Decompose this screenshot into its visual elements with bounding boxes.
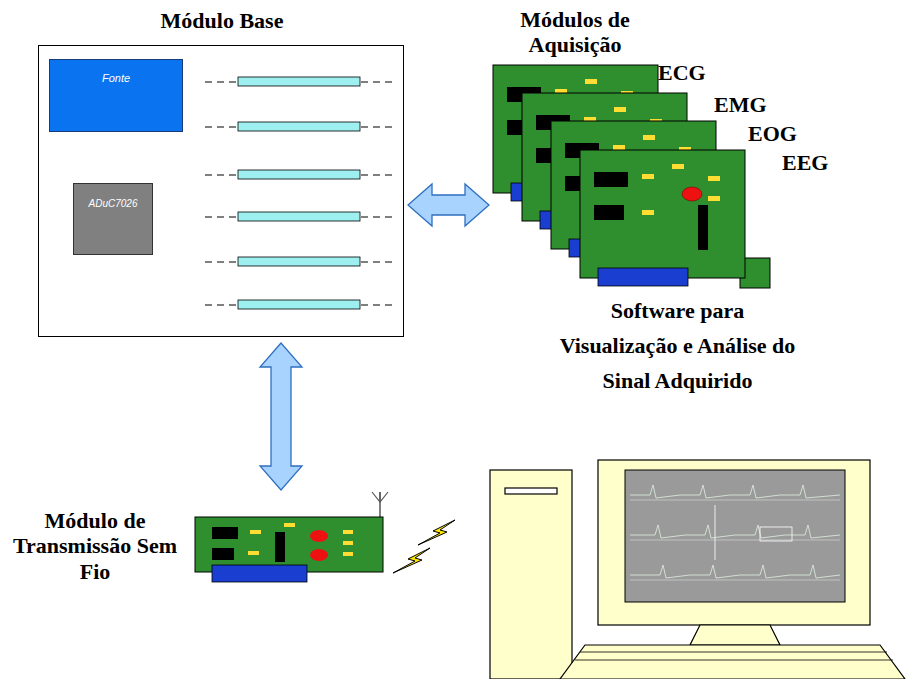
node-title: Software para Visualização e Análise do … bbox=[550, 293, 805, 399]
node-title: Módulo Base bbox=[39, 8, 405, 33]
double-arrow bbox=[260, 343, 302, 490]
signal-label: EEG bbox=[782, 150, 828, 176]
node-title: Módulo de Transmissão Sem Fio bbox=[5, 508, 185, 584]
screen-traces bbox=[630, 485, 840, 580]
computer-software: Software para Visualização e Análise do … bbox=[485, 455, 870, 679]
power-supply-box: Fonte bbox=[49, 59, 183, 132]
transmission-board bbox=[195, 492, 388, 582]
acquisition-boards bbox=[493, 65, 770, 288]
node-title: Fonte bbox=[50, 72, 182, 85]
signal-label: ECG bbox=[658, 60, 706, 86]
wireless-module: Módulo de Transmissão Sem Fio bbox=[195, 490, 385, 585]
slot-connectors bbox=[238, 77, 360, 309]
signal-label: EMG bbox=[714, 92, 767, 118]
base-module-box: Módulo BaseFonteADuC7026 bbox=[38, 45, 404, 337]
wireless-bolts bbox=[393, 520, 455, 573]
node-title: ADuC7026 bbox=[74, 198, 152, 210]
signal-label: EOG bbox=[748, 121, 797, 147]
double-arrow bbox=[408, 184, 489, 226]
computer bbox=[490, 460, 905, 679]
node-title: Módulos de Aquisição bbox=[500, 7, 650, 58]
slots bbox=[205, 82, 395, 305]
microcontroller-chip: ADuC7026 bbox=[73, 183, 153, 255]
